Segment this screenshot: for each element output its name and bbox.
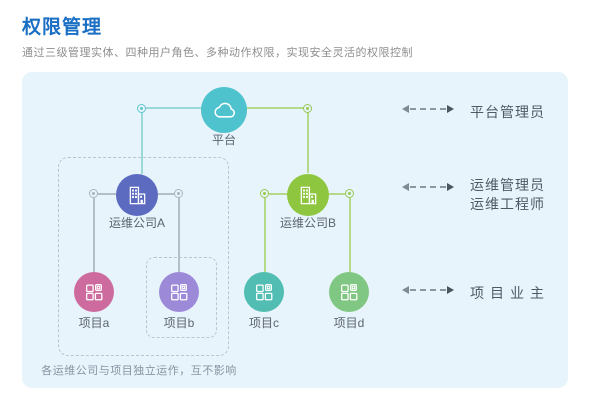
platform-node — [201, 87, 247, 133]
page-subtitle: 通过三级管理实体、四种用户角色、多种动作权限，实现安全灵活的权限控制 — [22, 47, 413, 59]
company-a-label: 运维公司A — [108, 216, 165, 230]
independence-note: 各运维公司与项目独立运作，互不影响 — [41, 365, 237, 377]
project-c-label: 项目c — [248, 316, 279, 330]
connector-platform-company-b-v — [307, 112, 309, 173]
connector-company-b-project-c-v — [264, 198, 266, 272]
arrow-dashes — [410, 186, 446, 188]
connector-company-b-left-h — [269, 193, 287, 195]
page-title: 权限管理 — [22, 17, 103, 38]
junction-dot — [89, 189, 98, 198]
arrow-right-head — [447, 105, 454, 113]
connector-company-b-project-d-v — [349, 198, 351, 272]
company-a-group-box — [58, 157, 229, 356]
cloud-icon — [211, 99, 238, 121]
project-b-label: 项目b — [163, 316, 195, 330]
connector-platform-company-a-h — [146, 107, 202, 109]
role-project-owner: 项目业主 — [470, 285, 550, 301]
project-d-node — [329, 272, 369, 312]
project-b-group-box — [146, 257, 217, 338]
connector-platform-company-a-v — [141, 112, 143, 174]
project-b-node — [159, 272, 199, 312]
arrow-dashes — [410, 289, 446, 291]
arrow-left-head — [402, 105, 409, 113]
connector-company-a-left-h — [98, 193, 116, 195]
junction-dot — [345, 189, 354, 198]
arrow-right-head — [447, 183, 454, 191]
role-ops-engineer: 运维工程师 — [470, 196, 545, 212]
apps-grid-icon — [253, 281, 275, 303]
connector-platform-company-b-h — [246, 107, 304, 109]
junction-dot — [174, 189, 183, 198]
role-platform-admin: 平台管理员 — [470, 104, 545, 120]
company-b-node — [287, 174, 329, 216]
building-icon — [297, 184, 320, 207]
arrow-left-head — [402, 286, 409, 294]
apps-grid-icon — [338, 281, 360, 303]
project-d-label: 项目d — [333, 316, 365, 330]
arrow-right-head — [447, 286, 454, 294]
role-ops-admin: 运维管理员 — [470, 177, 545, 193]
company-a-node — [116, 174, 158, 216]
connector-company-a-project-b-v — [178, 198, 180, 272]
company-b-label: 运维公司B — [279, 216, 336, 230]
connector-company-b-right-h — [329, 193, 345, 195]
double-arrow-icon — [402, 182, 454, 192]
junction-dot — [260, 189, 269, 198]
arrow-left-head — [402, 183, 409, 191]
project-a-node — [74, 272, 114, 312]
double-arrow-icon — [402, 285, 454, 295]
junction-dot — [303, 104, 312, 113]
diagram-panel — [22, 72, 568, 388]
connector-company-a-right-h — [158, 193, 174, 195]
apps-grid-icon — [83, 281, 105, 303]
arrow-dashes — [410, 108, 446, 110]
apps-grid-icon — [168, 281, 190, 303]
double-arrow-icon — [402, 104, 454, 114]
building-icon — [126, 184, 149, 207]
junction-dot — [137, 104, 146, 113]
project-a-label: 项目a — [78, 316, 110, 330]
connector-company-a-project-a-v — [93, 198, 95, 272]
project-c-node — [244, 272, 284, 312]
platform-label: 平台 — [211, 133, 236, 147]
